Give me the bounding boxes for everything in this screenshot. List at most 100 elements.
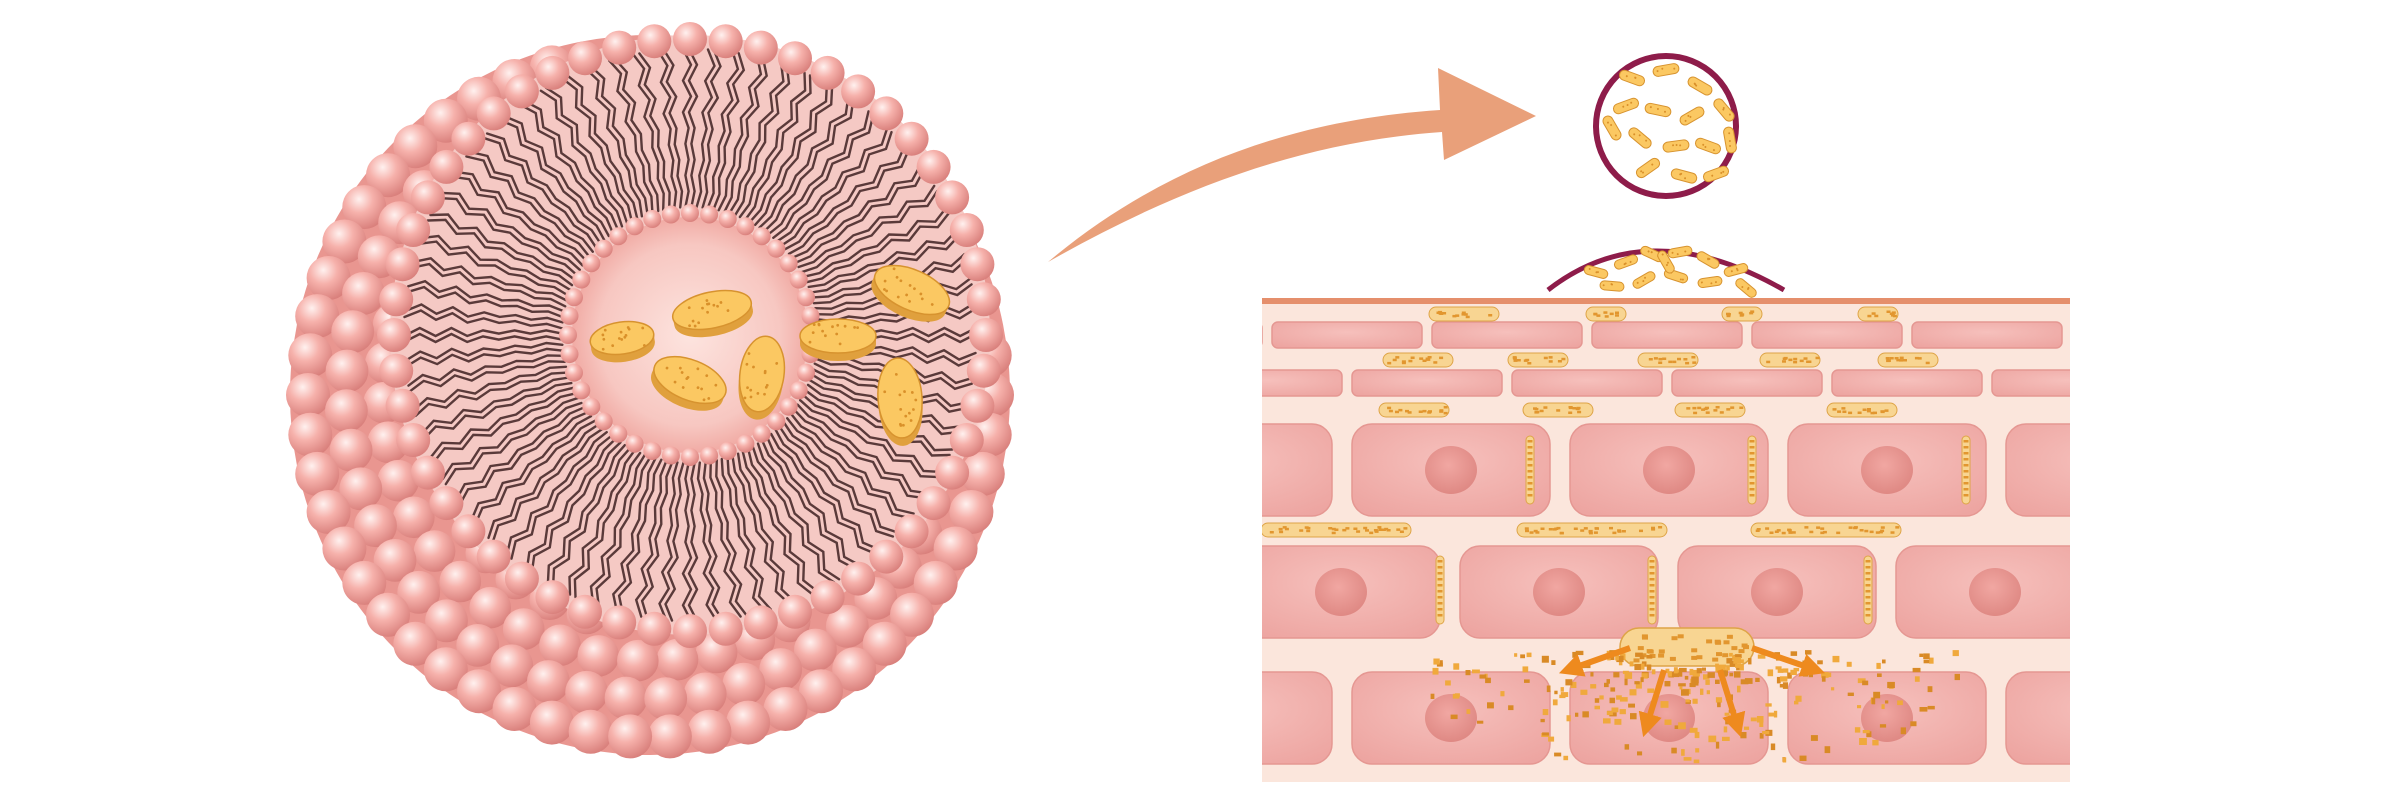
cluster-body [1674, 402, 1746, 418]
released-particle [1629, 689, 1637, 696]
lipid-head [763, 687, 808, 731]
released-particle [1748, 658, 1752, 665]
lipid-tail [595, 455, 652, 608]
released-particle [1628, 703, 1635, 708]
lipid-head [700, 205, 719, 224]
cargo-speckle [726, 309, 730, 312]
cluster-speckle [1306, 529, 1311, 533]
cluster-speckle [1820, 527, 1825, 530]
lipid-tail [772, 114, 875, 239]
particle-speckle [1614, 134, 1617, 137]
cargo-speckle [895, 275, 899, 279]
released-particle [1541, 655, 1549, 663]
lipid-tail [487, 423, 600, 540]
released-particle [1665, 668, 1670, 674]
cluster-speckle [1658, 526, 1663, 529]
lipid-head [683, 672, 727, 716]
magnifier-icon [1593, 53, 1739, 199]
lipid-tail [758, 95, 850, 229]
cluster-speckle [1525, 358, 1530, 362]
particle-speckle [1629, 260, 1632, 263]
released-particle [1691, 679, 1699, 686]
lipid-tail [731, 454, 790, 605]
released-particle [1744, 678, 1753, 684]
lipid-head [643, 442, 662, 460]
lipid-head [969, 318, 1003, 352]
cluster-speckle [1455, 314, 1460, 317]
release-zone [1430, 627, 1960, 764]
column-speckle [1865, 602, 1871, 605]
lipid-tail [402, 326, 564, 338]
cluster-speckle [1903, 359, 1907, 362]
cluster-speckle [1561, 357, 1566, 361]
lipid-tail [405, 285, 565, 319]
cluster-speckle [1788, 531, 1793, 534]
cluster-speckle [1890, 531, 1895, 534]
cluster-speckle [1878, 530, 1883, 534]
released-particle [1453, 663, 1460, 670]
column-speckle [1865, 566, 1871, 569]
cargo-disc [877, 357, 923, 446]
lipid-tail [499, 119, 606, 242]
lipid-tail [465, 155, 591, 258]
cluster-speckle [1387, 361, 1392, 365]
lipid-tail [481, 136, 598, 249]
particle-speckle [1649, 106, 1652, 109]
column-speckle [1649, 590, 1655, 593]
cluster-speckle [1387, 406, 1392, 410]
lipid-tail [453, 170, 588, 262]
lipid-tail [796, 403, 930, 495]
lipid-head [379, 353, 414, 388]
released-particle [1639, 655, 1645, 660]
cluster-speckle [1668, 360, 1673, 364]
lipid-tail [458, 411, 589, 506]
cell-nucleus [1097, 568, 1149, 616]
cluster-speckle [1304, 526, 1309, 529]
released-particle [1695, 748, 1700, 753]
deposit-particle [1697, 275, 1723, 289]
column-speckle [1963, 452, 1969, 455]
released-particle [1866, 731, 1872, 738]
lipid-tail [804, 389, 951, 457]
cluster-speckle [1381, 528, 1386, 531]
released-particle [1560, 692, 1569, 697]
released-particle [1882, 659, 1886, 664]
cutaway-rim-heads [377, 22, 1003, 648]
cargo-disc-top [738, 335, 786, 413]
released-particle [1566, 715, 1571, 722]
cluster-speckle [1788, 358, 1793, 362]
released-particle [1472, 669, 1480, 674]
cluster-speckle [1543, 356, 1548, 360]
cluster-speckle [1588, 531, 1593, 535]
lipid-tail [573, 451, 642, 599]
particle-cluster [1378, 402, 1450, 418]
cargo-disc [671, 289, 753, 338]
cell-icon [1024, 546, 1222, 638]
carrier-speckle [1658, 653, 1665, 658]
lipid-head [708, 24, 743, 59]
released-particle [1664, 719, 1672, 725]
released-particle [1846, 661, 1852, 667]
particle-body [1657, 250, 1675, 274]
released-particle [1715, 697, 1723, 703]
particle-body [1723, 263, 1749, 277]
cluster-speckle [1593, 531, 1598, 534]
particle-speckle [1665, 264, 1668, 267]
lipid-head [700, 446, 719, 465]
cluster-speckle [1588, 529, 1593, 533]
cargo-speckle [899, 424, 903, 427]
lipid-head [656, 638, 699, 681]
particle-speckle [1622, 105, 1625, 108]
lipid-tail [802, 206, 948, 278]
particle-body [1613, 254, 1639, 270]
released-particle [1952, 650, 1959, 657]
cluster-speckle [1738, 311, 1743, 315]
released-particle [1575, 712, 1579, 717]
cluster-body [1507, 352, 1569, 368]
lipid-head [425, 599, 468, 643]
cell-nucleus [2187, 568, 2239, 616]
particle-speckle [1736, 269, 1739, 272]
lipid-head [736, 217, 755, 236]
cluster-speckle [1580, 529, 1585, 532]
